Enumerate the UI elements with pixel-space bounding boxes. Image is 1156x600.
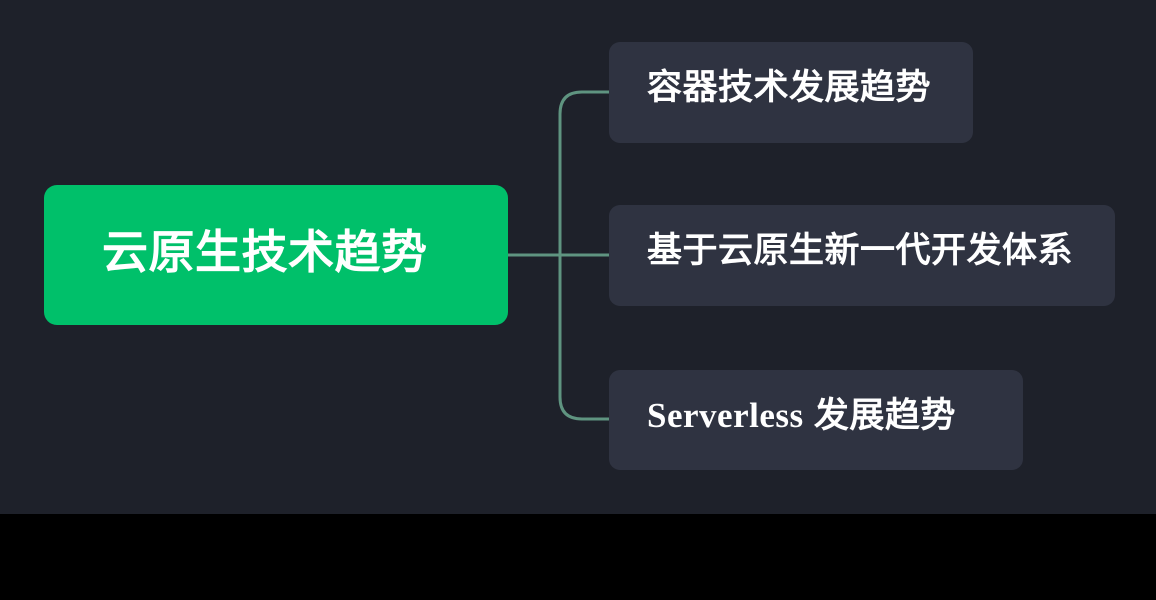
root-node-label: 云原生技术趋势: [102, 225, 428, 278]
child-node-label-cjk: 发展趋势: [803, 395, 956, 435]
child-node-label: Serverless 发展趋势: [647, 395, 956, 435]
letterbox-band: [0, 514, 1156, 600]
mindmap-child-node-serverless-trends[interactable]: Serverless 发展趋势: [609, 370, 1023, 470]
mindmap-child-node-container-trends[interactable]: 容器技术发展趋势: [609, 42, 973, 143]
connector-branch-2: [558, 253, 611, 421]
child-node-label: 容器技术发展趋势: [647, 68, 932, 108]
child-node-label: 基于云原生新一代开发体系: [647, 231, 1074, 271]
mindmap-child-node-cloudnative-dev-system[interactable]: 基于云原生新一代开发体系: [609, 205, 1115, 306]
connector-lines: [507, 90, 611, 421]
mindmap-root-node[interactable]: 云原生技术趋势: [44, 185, 508, 325]
child-node-label-latin: Serverless: [647, 395, 804, 435]
connector-branch-0: [558, 90, 611, 257]
mindmap-canvas: 云原生技术趋势 容器技术发展趋势 基于云原生新一代开发体系 Serverless…: [0, 0, 1156, 514]
